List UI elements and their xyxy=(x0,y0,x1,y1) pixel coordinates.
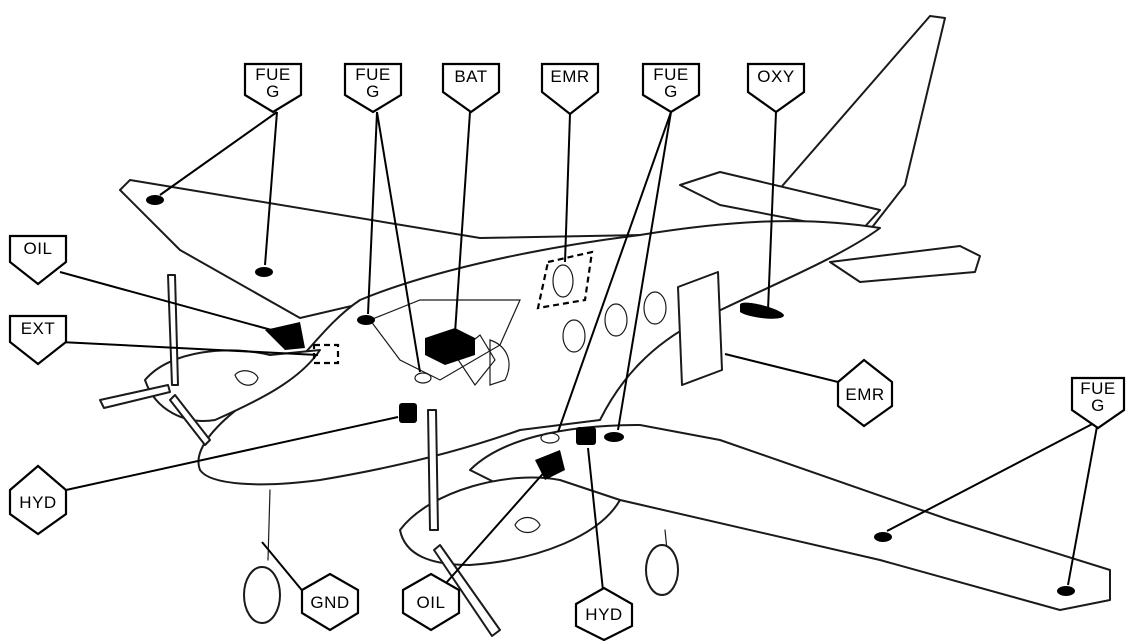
main-wheel xyxy=(646,545,678,595)
callout-oil-right: OIL xyxy=(403,574,459,630)
right-propeller xyxy=(428,410,438,530)
callout-label: EXT xyxy=(21,319,56,338)
callout-hyd-right: HYD xyxy=(576,588,632,640)
callout-label: HYD xyxy=(19,493,56,512)
callout-label: G xyxy=(1091,396,1105,415)
nose-wheel xyxy=(244,567,280,623)
callout-gnd: GND xyxy=(302,574,358,630)
callout-label: BAT xyxy=(454,67,487,86)
callout-label: GND xyxy=(310,593,349,612)
callout-bat: BAT xyxy=(443,64,499,112)
callout-label: G xyxy=(266,82,280,101)
hydraulic-reservoir-left xyxy=(399,403,417,423)
callout-emr-door: EMR xyxy=(838,360,892,426)
callout-label: OIL xyxy=(417,593,446,612)
fuel-cap-left-nacelle xyxy=(357,315,375,325)
callout-ext: EXT xyxy=(10,316,66,364)
fuel-cap-right-wing xyxy=(874,532,892,542)
callout-fueg-left-wing: FUE G xyxy=(345,64,401,112)
callout-hyd-left: HYD xyxy=(10,466,66,534)
callout-label: G xyxy=(366,82,380,101)
oil-filler-left xyxy=(265,322,305,350)
callout-fueg-right-tip: FUE G xyxy=(1072,378,1124,428)
fuel-cap-right-nacelle xyxy=(604,432,624,442)
callout-label: OIL xyxy=(24,239,53,258)
callout-label: G xyxy=(664,82,678,101)
callout-label: EMR xyxy=(550,67,589,86)
callout-label: OXY xyxy=(757,67,794,86)
callout-oxy: OXY xyxy=(748,64,804,112)
right-horizontal-stabilizer xyxy=(830,246,980,282)
aircraft-illustration xyxy=(100,16,1110,636)
callout-emr-top: EMR xyxy=(542,64,598,114)
fuel-cap-left-tip xyxy=(146,195,164,205)
fuel-cap-right-tip xyxy=(1057,586,1075,596)
cabin-door xyxy=(678,272,722,385)
oxygen-service-door xyxy=(740,303,784,319)
callout-fueg-right-wing: FUE G xyxy=(643,64,699,112)
callout-oil-left: OIL xyxy=(10,236,66,284)
callout-label: HYD xyxy=(585,605,622,624)
callout-label: EMR xyxy=(845,385,884,404)
hydraulic-reservoir-right xyxy=(576,427,596,445)
fuel-cap-left-wing xyxy=(255,267,273,277)
callout-fueg-left-tip: FUE G xyxy=(245,64,301,112)
